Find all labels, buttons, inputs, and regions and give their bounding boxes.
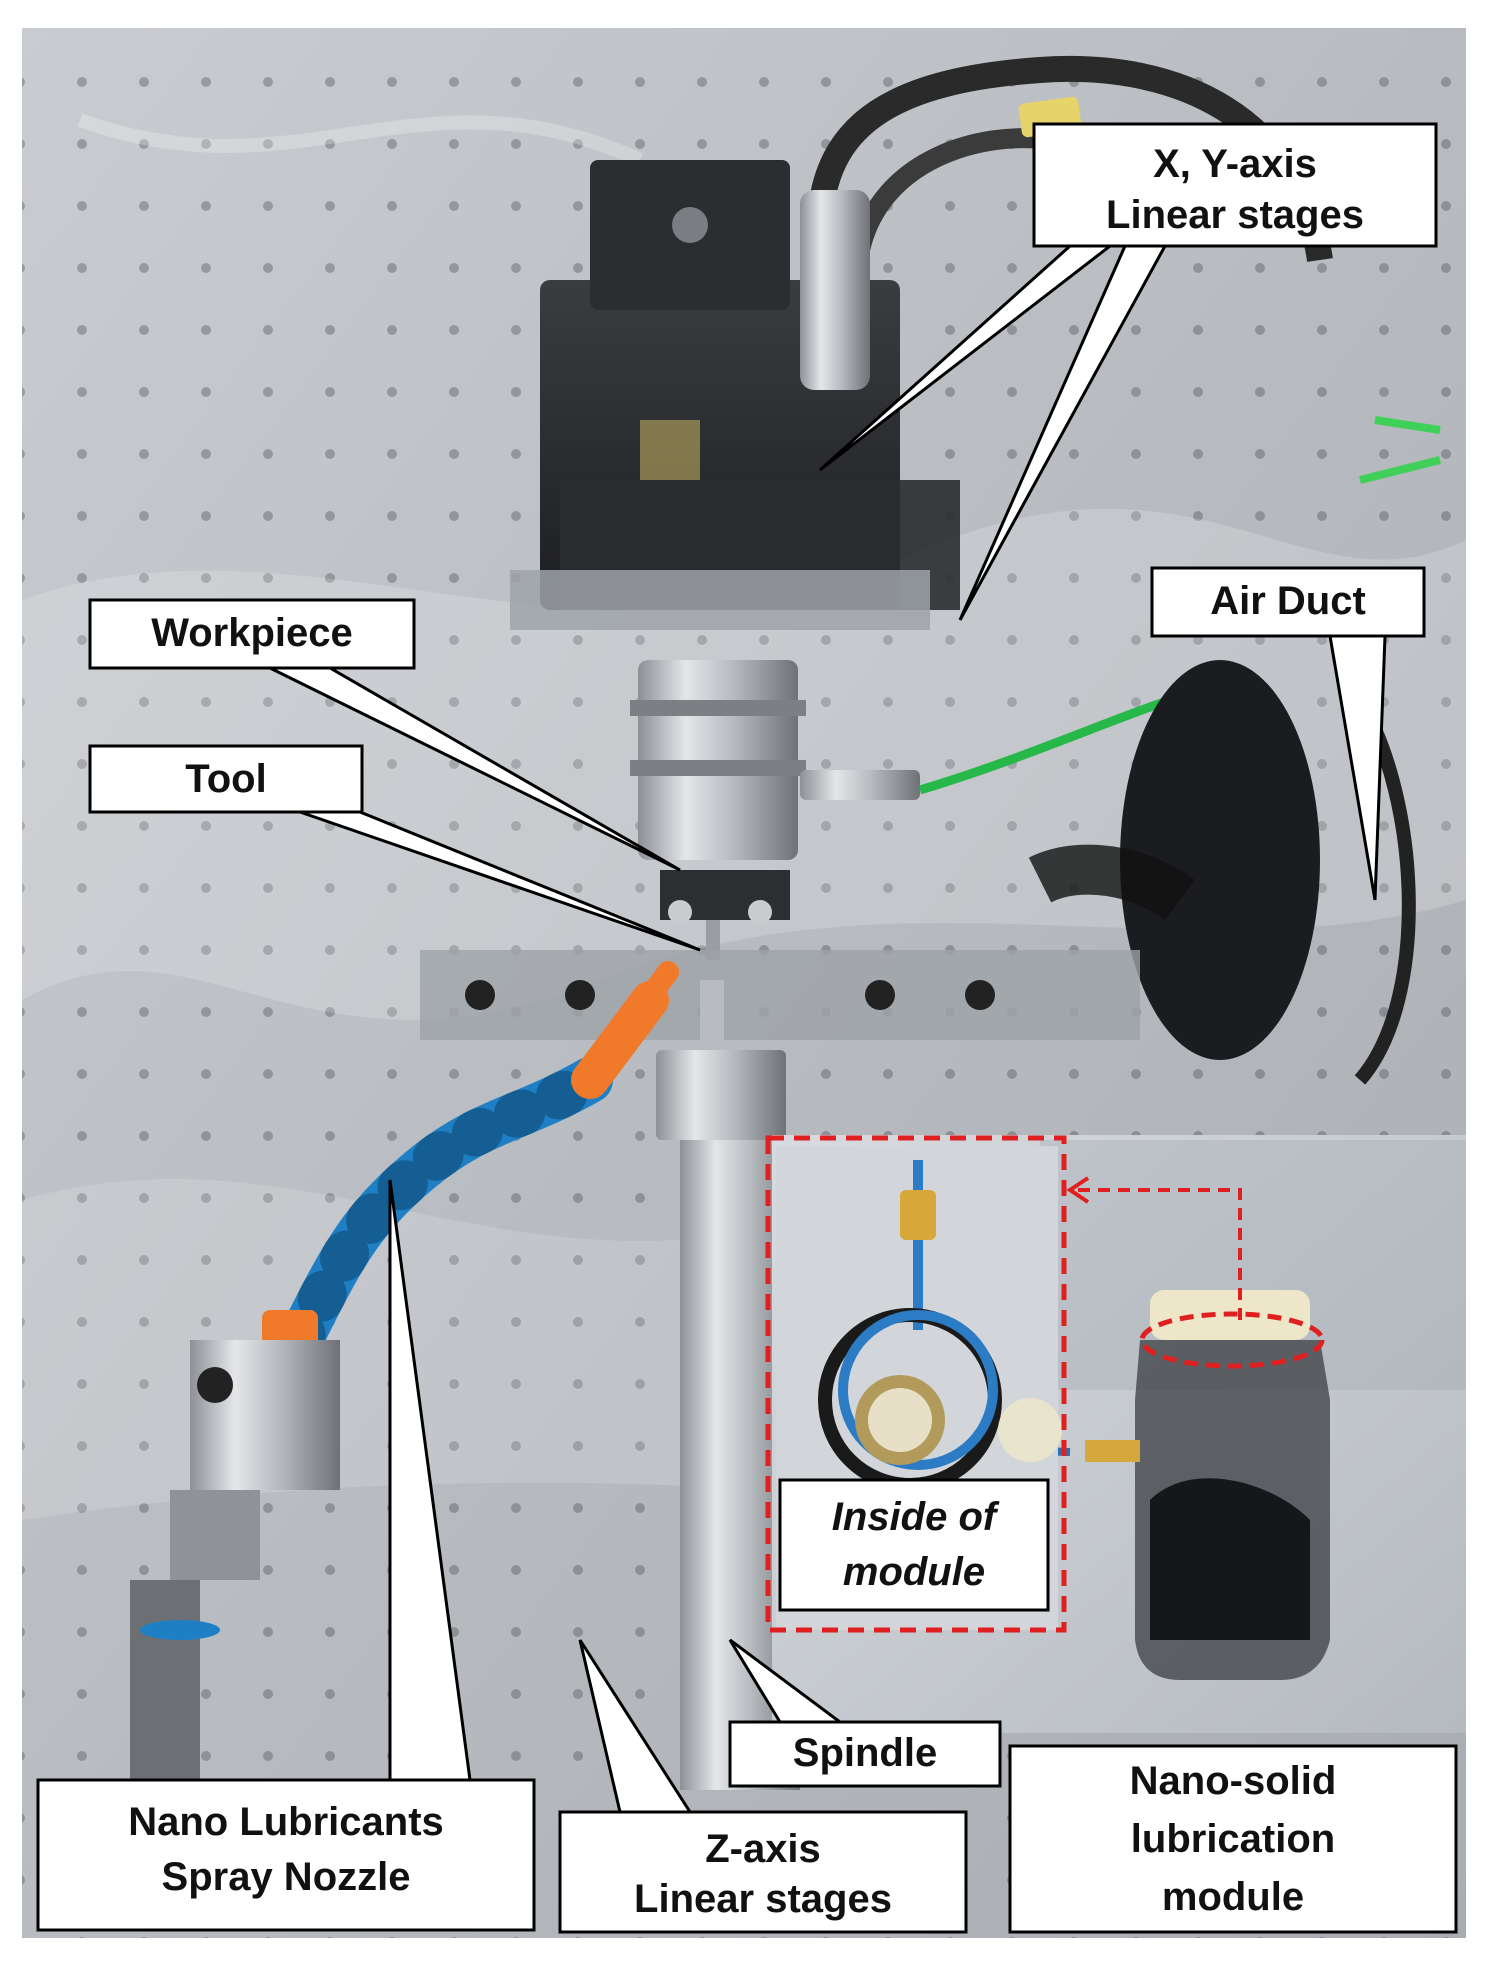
nozzle-label-line1: Nano Lubricants [128,1800,444,1844]
callout-tool: Tool [88,744,364,814]
callout-z-stages: Z-axis Linear stages [558,1810,968,1934]
mounting-plate [420,950,1140,1040]
xy-stages-label-line1: X, Y-axis [1153,142,1317,186]
z-stages-label-line2: Linear stages [634,1877,892,1921]
callout-air-duct: Air Duct [1150,566,1426,638]
tool-label: Tool [185,757,266,801]
nozzle-label-line2: Spray Nozzle [162,1855,411,1899]
module-label-line3: module [1162,1875,1304,1919]
spindle-head [630,660,920,960]
callout-workpiece: Workpiece [88,598,416,670]
air-duct-label: Air Duct [1210,579,1366,623]
xy-stages-label-line2: Linear stages [1106,193,1364,237]
callout-inside-of-module: Inside of module [778,1478,1050,1612]
z-stages-label-line1: Z-axis [705,1827,821,1871]
inset-pointer-arrow [1072,1188,1242,1320]
inside-label-line2: module [843,1550,985,1594]
callout-nozzle: Nano Lubricants Spray Nozzle [36,1778,536,1932]
module-label-line2: lubrication [1131,1817,1335,1861]
spindle-label: Spindle [793,1731,937,1775]
callout-spindle: Spindle [728,1720,1002,1788]
spray-nozzle [130,961,679,1920]
jar-highlight-ellipse [1139,1311,1325,1369]
callout-xy-stages: X, Y-axis Linear stages [1032,122,1438,248]
inset-dashed-frame [765,1135,1067,1633]
inside-label-line1: Inside of [832,1495,1000,1539]
workpiece-label: Workpiece [151,611,353,655]
callout-lubrication-module: Nano-solid lubrication module [1008,1744,1458,1934]
air-hose [918,416,1441,795]
module-label-line1: Nano-solid [1130,1759,1337,1803]
